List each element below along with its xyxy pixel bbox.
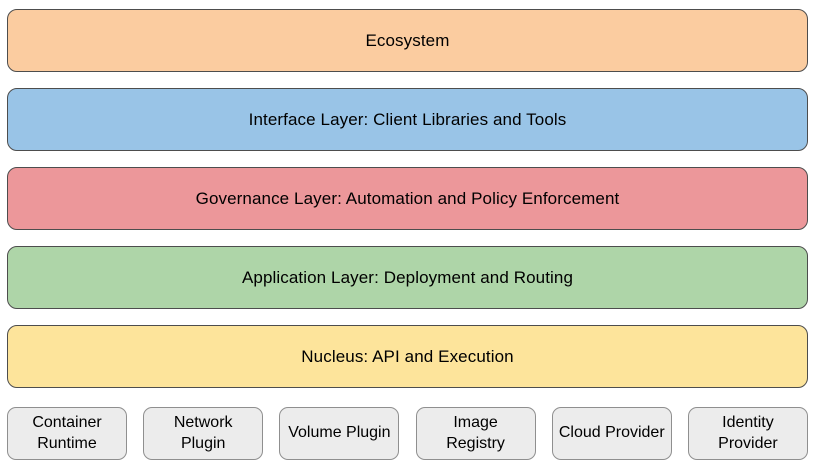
component-image-registry: Image Registry bbox=[415, 407, 536, 460]
component-volume-plugin: Volume Plugin bbox=[279, 407, 400, 460]
layer-interface: Interface Layer: Client Libraries and To… bbox=[7, 88, 808, 151]
component-row: Container Runtime Network Plugin Volume … bbox=[7, 407, 808, 460]
layer-governance-label: Governance Layer: Automation and Policy … bbox=[195, 188, 620, 208]
layer-interface-label: Interface Layer: Client Libraries and To… bbox=[248, 109, 567, 129]
component-cloud-provider-label: Cloud Provider bbox=[558, 424, 665, 442]
component-container-runtime-label: Container Runtime bbox=[32, 414, 102, 452]
component-image-registry-label: Image Registry bbox=[446, 414, 505, 452]
component-identity-provider-label: Identity Provider bbox=[718, 414, 778, 452]
component-identity-provider: Identity Provider bbox=[687, 407, 808, 460]
layer-nucleus: Nucleus: API and Execution bbox=[7, 325, 808, 388]
component-network-plugin: Network Plugin bbox=[143, 407, 264, 460]
layer-nucleus-label: Nucleus: API and Execution bbox=[301, 346, 514, 366]
component-volume-plugin-label: Volume Plugin bbox=[288, 424, 391, 442]
component-cloud-provider: Cloud Provider bbox=[551, 407, 672, 460]
layer-application-label: Application Layer: Deployment and Routin… bbox=[241, 267, 574, 287]
layer-ecosystem-label: Ecosystem bbox=[365, 30, 450, 50]
layer-ecosystem: Ecosystem bbox=[7, 9, 808, 72]
component-container-runtime: Container Runtime bbox=[7, 407, 127, 460]
layer-application: Application Layer: Deployment and Routin… bbox=[7, 246, 808, 309]
layer-governance: Governance Layer: Automation and Policy … bbox=[7, 167, 808, 230]
component-network-plugin-label: Network Plugin bbox=[173, 414, 233, 452]
